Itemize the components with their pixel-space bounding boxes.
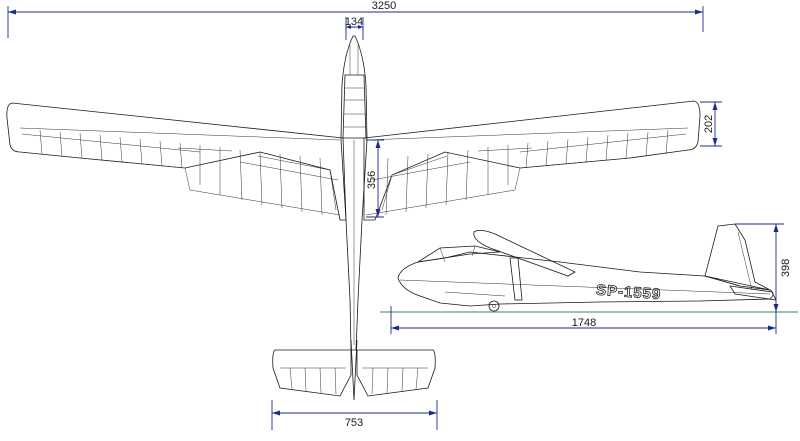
wing-root-chord-label: 356 — [366, 171, 378, 189]
canopy-top — [342, 74, 367, 139]
height-dimension: 398 — [735, 223, 792, 312]
fuselage-width-dimension: 134 — [345, 16, 364, 40]
fuselage-top — [340, 35, 368, 351]
wingspan-label: 3250 — [372, 0, 396, 12]
wing-side — [473, 230, 576, 277]
left-wing — [6, 102, 347, 221]
tailplane-span-dimension: 753 — [271, 400, 438, 430]
wing-tip-height-dimension: 202 — [700, 101, 722, 147]
length-label: 1748 — [572, 317, 596, 329]
wingspan-dimension: 3250 — [7, 0, 704, 38]
canopy-side — [417, 245, 501, 263]
fuselage-width-label: 134 — [345, 16, 363, 28]
height-label: 398 — [780, 259, 792, 277]
top-view — [6, 35, 701, 401]
registration-marking: SP-1559 — [595, 282, 661, 304]
length-dimension: 1748 — [390, 306, 777, 334]
side-view: SP-1559 — [380, 223, 798, 313]
right-wing — [363, 100, 701, 221]
wing-root-chord-dimension: 356 — [366, 139, 384, 218]
tailplane — [272, 349, 352, 397]
wing-tip-height-label: 202 — [703, 115, 715, 133]
landing-wheel — [488, 300, 500, 312]
tailplane-span-label: 753 — [345, 417, 363, 429]
strut — [509, 257, 523, 301]
fin — [704, 223, 771, 291]
